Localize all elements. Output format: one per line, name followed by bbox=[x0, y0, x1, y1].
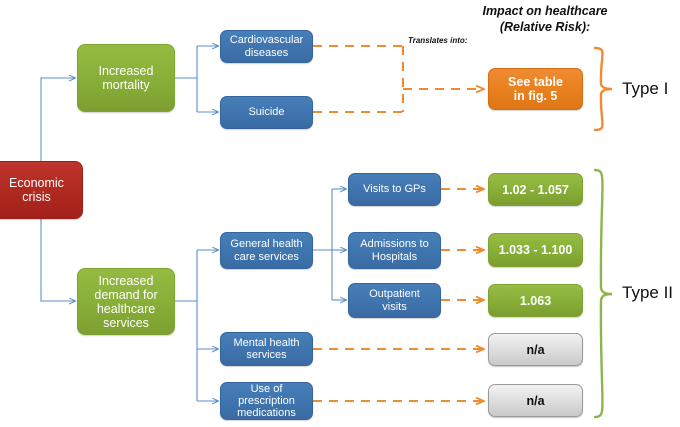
node-prescription-medications-line-1: Use of bbox=[250, 382, 283, 395]
brace-type-2 bbox=[593, 168, 613, 419]
node-mental-health-services[interactable]: Mental health services bbox=[220, 332, 313, 366]
node-economic-crisis-line-1: Economic bbox=[9, 176, 64, 190]
node-prescription-medications-line-2: prescription bbox=[238, 394, 295, 407]
result-rr-prescription-medications[interactable]: n/a bbox=[488, 384, 583, 417]
node-mental-health-services-line-1: Mental health bbox=[233, 336, 300, 349]
node-admissions-to-hospitals-line-1: Admissions to bbox=[360, 238, 429, 251]
chart-header-line-1: Impact on healthcare bbox=[482, 4, 608, 18]
node-outpatient-visits-line-1: Outpatient bbox=[369, 288, 420, 301]
node-increased-mortality-line-1: Increased bbox=[98, 64, 154, 78]
node-mental-health-services-line-2: services bbox=[246, 349, 287, 361]
node-cardiovascular-diseases-line-2: diseases bbox=[244, 46, 289, 59]
node-increased-mortality-line-2: mortality bbox=[102, 78, 150, 92]
node-increased-demand-line-2: demand for bbox=[94, 287, 158, 302]
node-prescription-medications[interactable]: Use of prescription medications bbox=[220, 382, 313, 420]
node-economic-crisis-line-2: crisis bbox=[22, 190, 51, 204]
result-rr-admissions-to-hospitals[interactable]: 1.033 - 1.100 bbox=[488, 233, 583, 267]
result-rr-mental-health-services-value: n/a bbox=[526, 342, 545, 357]
node-admissions-to-hospitals-line-2: Hospitals bbox=[371, 250, 418, 263]
group-label-type-1: Type I bbox=[622, 79, 669, 98]
node-cardiovascular-diseases-line-1: Cardiovascular bbox=[229, 34, 304, 47]
result-rr-outpatient-visits[interactable]: 1.063 bbox=[488, 284, 583, 317]
result-rr-visits-to-gps[interactable]: 1.02 - 1.057 bbox=[488, 173, 583, 206]
node-suicide[interactable]: Suicide bbox=[220, 96, 313, 129]
node-increased-mortality[interactable]: Increased mortality bbox=[77, 44, 175, 112]
orange-dashed-connectors bbox=[313, 44, 484, 401]
result-rr-outpatient-visits-value: 1.063 bbox=[519, 293, 552, 308]
result-see-table-in-fig-5[interactable]: See table in fig. 5 bbox=[488, 68, 583, 110]
node-prescription-medications-line-3: medications bbox=[237, 407, 296, 420]
node-suicide-line-1: Suicide bbox=[248, 106, 285, 119]
node-general-health-care-services-line-2: care services bbox=[234, 250, 299, 263]
result-rr-admissions-to-hospitals-value: 1.033 - 1.100 bbox=[498, 243, 573, 257]
result-rr-visits-to-gps-value: 1.02 - 1.057 bbox=[502, 182, 569, 197]
node-outpatient-visits[interactable]: Outpatient visits bbox=[348, 283, 441, 318]
result-rr-prescription-medications-value: n/a bbox=[526, 393, 545, 408]
node-visits-to-gps-line-1: Visits to GPs bbox=[363, 183, 426, 196]
result-see-table-line-1: See table bbox=[508, 75, 563, 89]
node-general-health-care-services-line-1: General health bbox=[230, 238, 303, 251]
node-visits-to-gps[interactable]: Visits to GPs bbox=[348, 173, 441, 206]
blue-connectors bbox=[40, 46, 346, 401]
node-general-health-care-services[interactable]: General health care services bbox=[220, 232, 313, 269]
brace-type-1 bbox=[593, 46, 613, 132]
node-increased-demand-line-4: services bbox=[103, 315, 149, 330]
node-economic-crisis[interactable]: Economic crisis bbox=[0, 161, 83, 219]
node-cardiovascular-diseases[interactable]: Cardiovascular diseases bbox=[220, 30, 313, 63]
node-increased-demand-line-3: healthcare bbox=[96, 301, 156, 316]
node-increased-demand[interactable]: Increased demand for healthcare services bbox=[77, 268, 175, 335]
node-increased-demand-line-1: Increased bbox=[98, 273, 154, 288]
chart-header-line-2: (Relative Risk): bbox=[499, 19, 591, 34]
group-braces bbox=[593, 46, 613, 419]
result-see-table-line-2: in fig. 5 bbox=[513, 89, 558, 103]
group-label-type-2: Type II bbox=[622, 283, 674, 302]
node-outpatient-visits-line-2: visits bbox=[382, 300, 407, 313]
chart-header: Impact on healthcare (Relative Risk): bbox=[455, 4, 635, 35]
node-admissions-to-hospitals[interactable]: Admissions to Hospitals bbox=[348, 232, 441, 269]
result-rr-mental-health-services[interactable]: n/a bbox=[488, 333, 583, 366]
translates-into-label: Translates into: bbox=[408, 36, 468, 45]
